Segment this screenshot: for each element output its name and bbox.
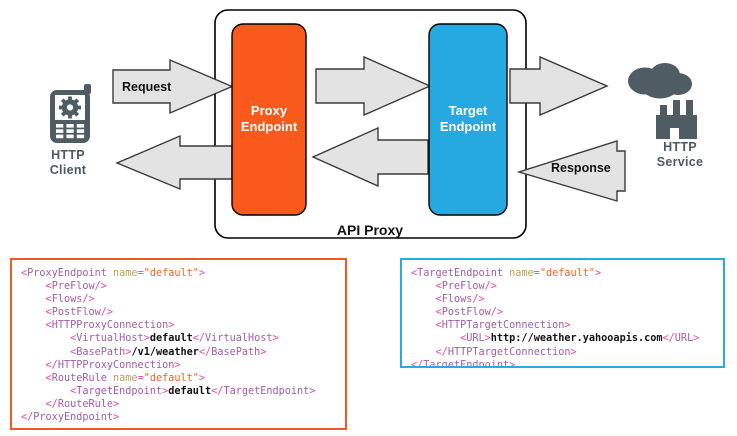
api-proxy-caption: API Proxy <box>336 222 404 238</box>
proxy-to-target-arrow <box>315 55 432 117</box>
response-arrow-label: Response <box>551 161 611 175</box>
target-to-proxy-arrow <box>311 126 429 188</box>
proxy-endpoint-code-block: <ProxyEndpoint name="default"> <PreFlow/… <box>10 258 347 430</box>
cloud-icon <box>628 63 692 99</box>
target-to-service-arrow <box>509 55 609 117</box>
proxy-endpoint-label-line1: Proxy <box>250 103 288 118</box>
target-endpoint-label: Target Endpoint <box>429 103 507 135</box>
factory-icon <box>656 100 697 139</box>
target-endpoint-label-line2: Endpoint <box>439 119 497 134</box>
http-client-label-line2: Client <box>49 163 87 177</box>
response-arrow <box>516 140 626 202</box>
http-service-icon <box>628 63 697 139</box>
http-client-icon <box>50 84 91 143</box>
proxy-endpoint-label-line2: Endpoint <box>240 119 298 134</box>
target-endpoint-box[interactable] <box>428 23 508 216</box>
client-response-arrow <box>115 134 233 191</box>
http-service-label-line2: Service <box>656 155 704 169</box>
proxy-endpoint-label: Proxy Endpoint <box>232 103 306 135</box>
request-arrow <box>112 58 234 115</box>
request-arrow-label: Request <box>122 80 172 94</box>
http-client-label-line1: HTTP <box>51 148 85 162</box>
http-client-label: HTTP Client <box>18 148 118 178</box>
proxy-endpoint-box[interactable] <box>231 23 307 216</box>
http-service-label: HTTP Service <box>630 140 730 170</box>
target-endpoint-label-line1: Target <box>448 103 488 118</box>
http-service-label-line1: HTTP <box>663 140 697 154</box>
target-endpoint-code-block: <TargetEndpoint name="default"> <PreFlow… <box>400 258 725 368</box>
